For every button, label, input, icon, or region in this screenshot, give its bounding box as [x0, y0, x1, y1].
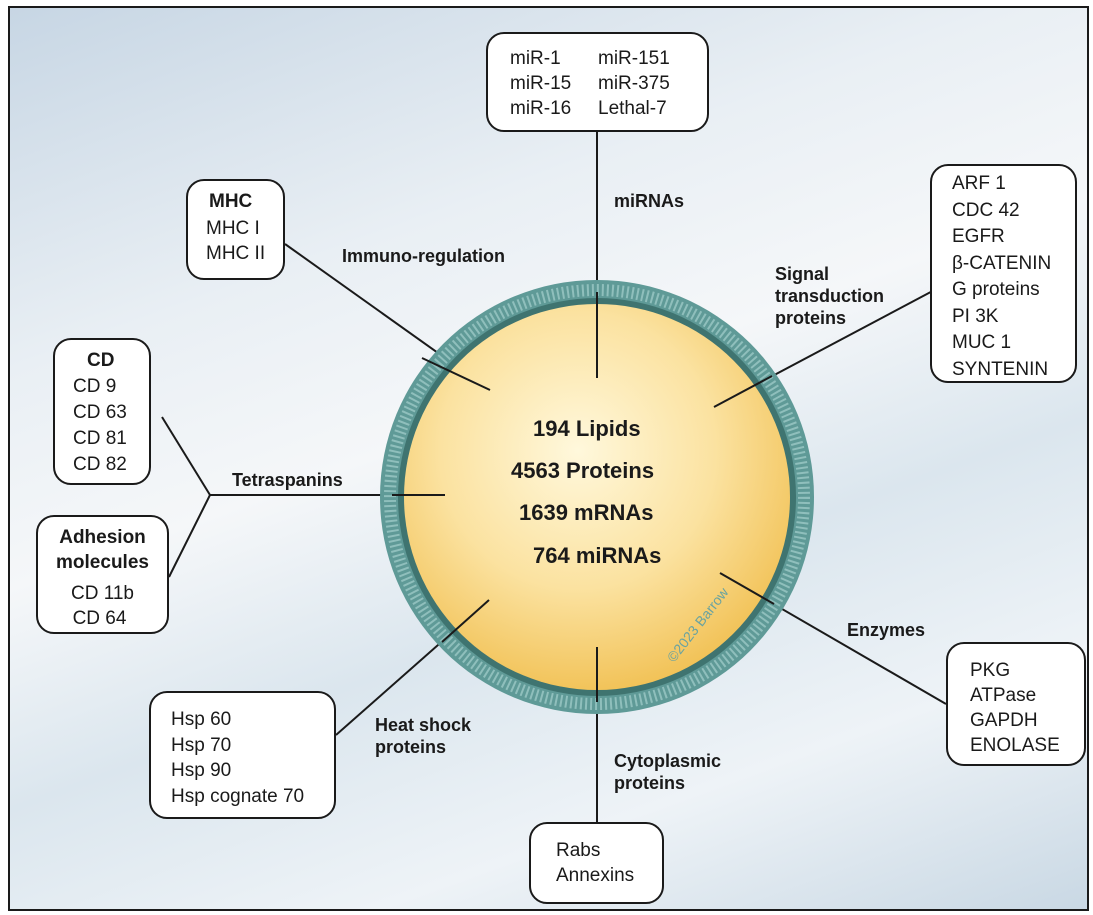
center-mrnas: 1639 mRNAs — [519, 500, 654, 525]
box-mirnas: miR-1 miR-151 miR-15 miR-375 miR-16 Leth… — [486, 32, 709, 132]
cd-item: CD 82 — [73, 454, 127, 475]
box-cd: CD CD 9 CD 63 CD 81 CD 82 — [53, 338, 151, 485]
signal-item: G proteins — [952, 279, 1040, 300]
enzyme-item: ATPase — [970, 685, 1037, 706]
label-cytoplasmic-line1: Cytoplasmic — [614, 751, 722, 771]
enzyme-item: GAPDH — [970, 710, 1038, 731]
signal-item: β-CATENIN — [952, 252, 1052, 274]
mirna-item: miR-151 — [598, 48, 670, 69]
label-mirnas: miRNAs — [614, 191, 685, 211]
mirna-item: miR-15 — [510, 73, 572, 94]
label-heat-shock-line2: proteins — [375, 737, 447, 757]
mhc-item: MHC I — [206, 218, 260, 239]
signal-item: EGFR — [952, 226, 1005, 247]
mirna-item: miR-375 — [598, 73, 670, 94]
cd-item: CD 9 — [73, 376, 117, 397]
signal-item: SYNTENIN — [952, 358, 1049, 380]
hsp-item: Hsp cognate 70 — [171, 785, 305, 807]
label-immuno-regulation: Immuno-regulation — [342, 246, 505, 266]
enzyme-item: ENOLASE — [970, 735, 1060, 756]
cytoplasmic-item: Annexins — [556, 865, 635, 886]
center-mirnas: 764 miRNAs — [533, 543, 662, 568]
label-cytoplasmic: Cytoplasmic proteins — [614, 750, 721, 794]
cd-item: CD 63 — [73, 402, 127, 423]
diagram-frame: 194 Lipids 4563 Proteins 1639 mRNAs 764 … — [8, 6, 1089, 911]
label-heat-shock: Heat shock proteins — [375, 714, 471, 758]
hsp-item: Hsp 70 — [171, 734, 232, 756]
mirna-item: miR-16 — [510, 98, 572, 119]
hsp-item: Hsp 60 — [171, 709, 232, 730]
mhc-title: MHC — [209, 191, 253, 212]
exosome-diagram — [161, 132, 947, 822]
adhesion-item: CD 64 — [72, 608, 127, 629]
box-heat-shock-proteins: Hsp 60 Hsp 70 Hsp 90 Hsp cognate 70 — [149, 691, 336, 819]
signal-item: CDC 42 — [952, 199, 1020, 221]
enzyme-item: PKG — [970, 660, 1011, 681]
box-cytoplasmic-proteins: Rabs Annexins — [529, 822, 664, 904]
label-heat-shock-line1: Heat shock — [375, 715, 472, 735]
label-signal-line1: Signal — [775, 264, 830, 284]
mhc-item: MHC II — [206, 243, 266, 264]
adhesion-title-line1: Adhesion — [59, 527, 146, 548]
line-cd-branch — [161, 416, 211, 496]
label-cytoplasmic-line2: proteins — [614, 773, 686, 793]
cd-title: CD — [87, 350, 115, 371]
signal-item: ARF 1 — [952, 173, 1006, 194]
vesicle-core — [404, 304, 790, 690]
box-mhc: MHC MHC I MHC II — [186, 179, 285, 280]
adhesion-title-line2: molecules — [56, 552, 149, 573]
adhesion-item: CD 11b — [70, 583, 134, 604]
mirna-item: miR-1 — [510, 48, 561, 69]
signal-item: PI 3K — [952, 305, 999, 327]
signal-item: MUC 1 — [952, 332, 1012, 353]
center-proteins: 4563 Proteins — [511, 458, 655, 483]
vesicle-membrane-ring — [384, 284, 810, 710]
label-tetraspanins: Tetraspanins — [232, 470, 343, 490]
label-signal-line2: transduction — [775, 286, 885, 306]
center-lipids: 194 Lipids — [533, 416, 641, 441]
mirna-item: Lethal-7 — [598, 98, 667, 119]
box-enzymes: PKG ATPase GAPDH ENOLASE — [946, 642, 1086, 766]
label-signal-line3: proteins — [775, 308, 847, 328]
label-signal-transduction: Signal transduction proteins — [775, 263, 884, 329]
label-enzymes: Enzymes — [847, 620, 926, 640]
cd-item: CD 81 — [73, 428, 127, 449]
hsp-item: Hsp 90 — [171, 760, 232, 781]
cytoplasmic-item: Rabs — [556, 840, 601, 861]
box-adhesion-molecules: Adhesion molecules CD 11b CD 64 — [36, 515, 169, 634]
line-adhesion-branch — [168, 494, 211, 578]
box-signal-proteins: ARF 1 CDC 42 EGFR β-CATENIN G proteins P… — [930, 164, 1077, 383]
